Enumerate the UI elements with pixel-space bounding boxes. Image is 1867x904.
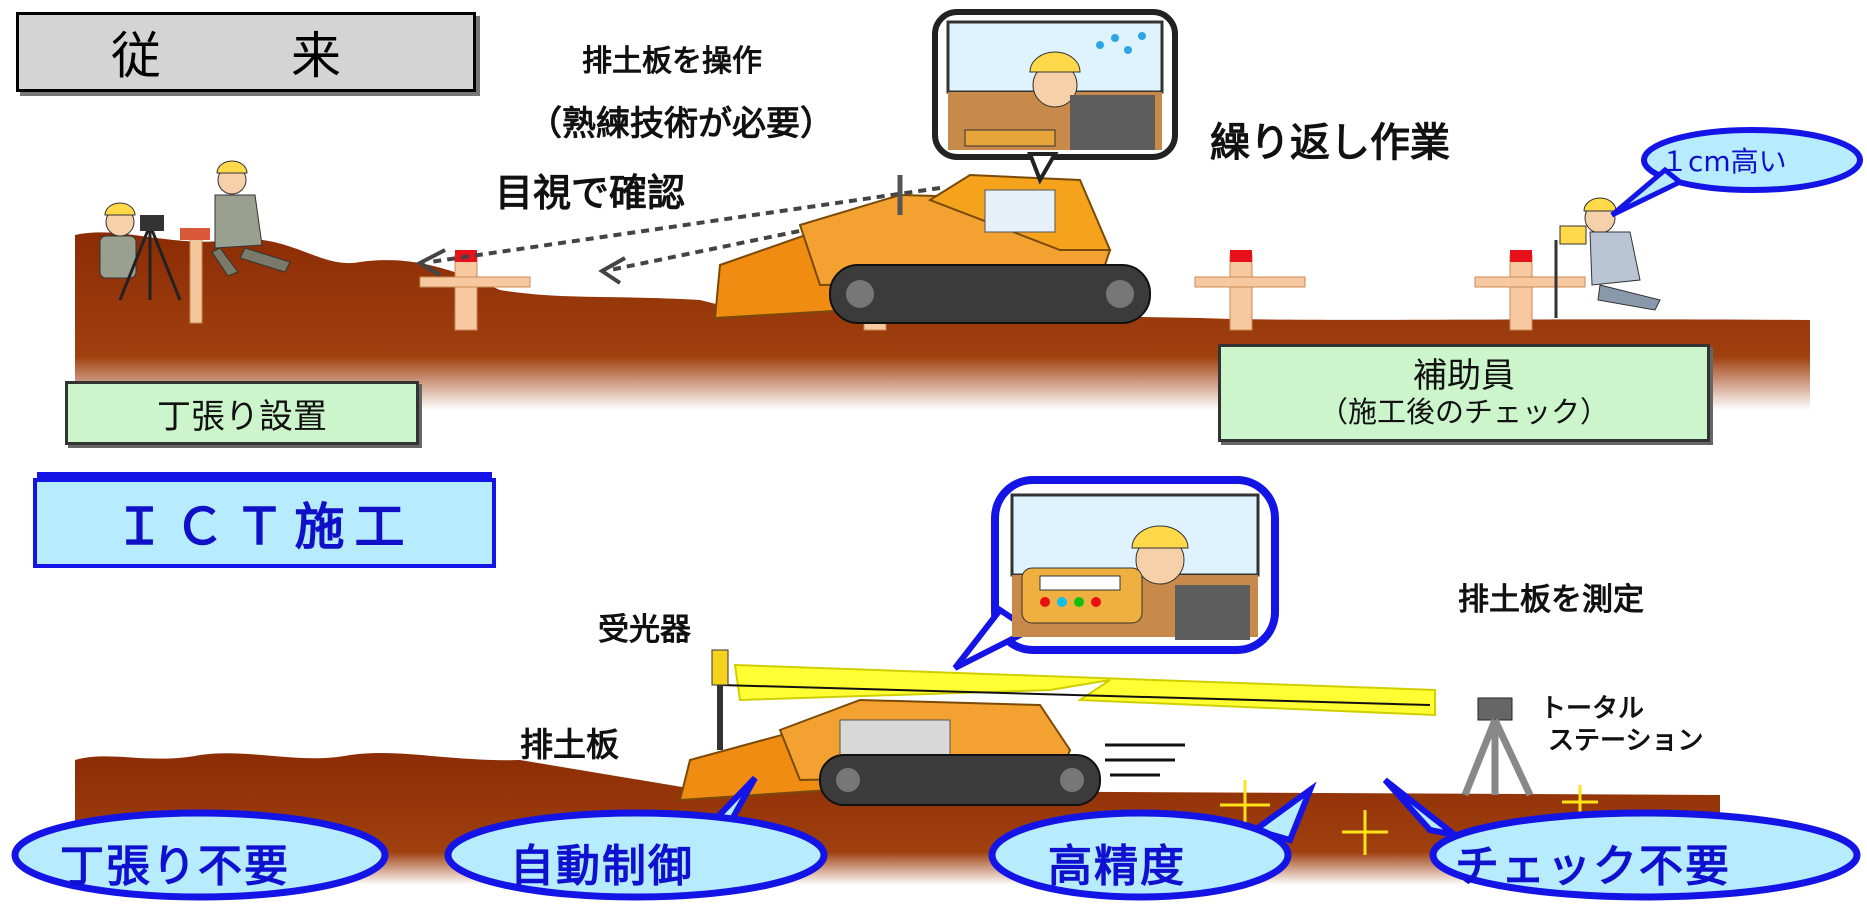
bubble-no-stakes: 丁張り不要 xyxy=(60,841,290,892)
conventional-title: 従 来 xyxy=(16,12,476,92)
operator-cab-bubble-ict xyxy=(952,476,1279,671)
assistant-label: 補助員 （施工後のチェック） xyxy=(1218,344,1710,442)
receiver-label: 受光器 xyxy=(598,612,691,648)
bubble-auto-control: 自動制御 xyxy=(510,841,694,892)
bulldozer-conventional xyxy=(713,173,1151,324)
assistant-subtitle: （施工後のチェック） xyxy=(1318,394,1609,429)
bubble-shape-no-check xyxy=(1382,777,1861,901)
height-bubble xyxy=(1610,127,1863,218)
measure-blade-label: 排土板を測定 xyxy=(1458,582,1644,618)
operator-cab-bubble-conventional xyxy=(932,9,1178,185)
assistant-worker xyxy=(1554,197,1661,318)
bubble-no-check: チェック不要 xyxy=(1455,841,1731,892)
stake-4 xyxy=(1194,250,1306,331)
stake-2 xyxy=(419,250,531,331)
assistant-title: 補助員 xyxy=(1413,355,1515,396)
sight-arrowhead-1 xyxy=(415,248,446,277)
stake-setup-label: 丁張り設置 xyxy=(65,381,419,445)
operate-blade-label: 排土板を操作 xyxy=(582,44,762,79)
sight-arrowhead-2 xyxy=(598,256,626,285)
total-station-label-1: トータル xyxy=(1540,694,1645,724)
bubble-shape-no-stakes xyxy=(11,809,389,901)
stake-5 xyxy=(1474,250,1586,331)
total-station-label-2: ステーション xyxy=(1548,726,1704,756)
survey-workers xyxy=(99,160,291,301)
bubble-high-precision: 高精度 xyxy=(1048,841,1186,892)
ict-title: ＩＣＴ施工 xyxy=(33,478,496,568)
bulldozer-ict xyxy=(678,649,1185,806)
visual-check-label: 目視で確認 xyxy=(495,171,686,215)
laser-beam xyxy=(719,663,1436,717)
bubble-shape-high-precision xyxy=(988,781,1317,901)
conventional-title-text: 従 来 xyxy=(111,27,381,85)
blade-label: 排土板 xyxy=(520,725,619,764)
repeat-work-label: 繰り返し作業 xyxy=(1210,120,1450,166)
stake-setup-text: 丁張り設置 xyxy=(157,396,327,437)
bubble-shape-auto-control xyxy=(444,775,828,901)
total-station-device xyxy=(1461,697,1534,797)
ict-title-text: ＩＣＴ施工 xyxy=(114,498,415,556)
stake-1 xyxy=(180,228,210,324)
skill-required-label: （熟練技術が必要） xyxy=(528,104,834,144)
height-bubble-text: １cm高い xyxy=(1660,145,1787,178)
